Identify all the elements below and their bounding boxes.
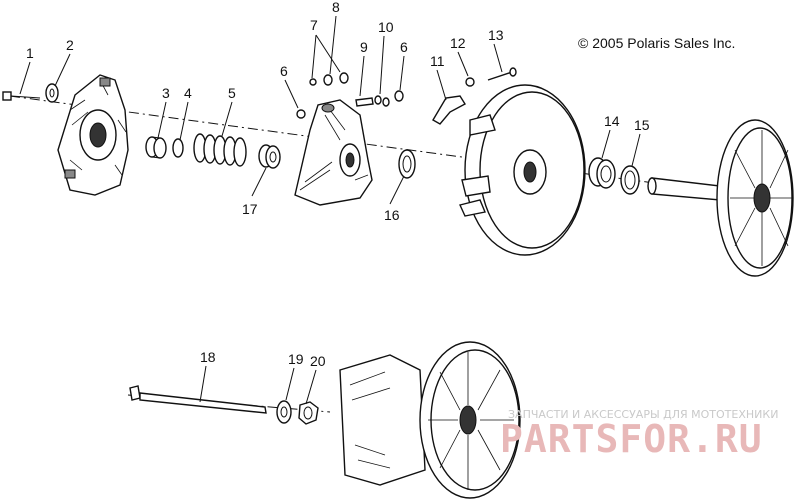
leader-lines [19, 15, 641, 405]
watermark-logo: PARTSFOR.RU [500, 417, 763, 461]
part-1-bolt [2, 91, 41, 101]
part-11-weight [432, 95, 466, 125]
fixed-sheave [647, 119, 794, 277]
callout-3: 3 [162, 85, 170, 101]
part-4-ring [172, 138, 184, 158]
callout-6a: 6 [280, 63, 288, 79]
assembled-clutch [339, 341, 521, 499]
part-5-spring [193, 133, 247, 167]
callout-labels: 1 2 3 4 5 6 7 8 9 10 6 11 12 13 14 15 16… [26, 0, 650, 369]
callout-5: 5 [228, 85, 236, 101]
callout-20: 20 [310, 353, 326, 369]
spider-helix [294, 99, 373, 206]
part-18-bolt [129, 385, 267, 414]
part-17-spacer [258, 144, 281, 169]
watermark-tagline: ЗАПЧАСТИ И АКСЕССУАРЫ ДЛЯ МОТОТЕХНИКИ [508, 408, 778, 421]
callout-1: 1 [26, 45, 34, 61]
callout-16: 16 [384, 207, 400, 223]
part-16-washer [398, 149, 416, 179]
cover-plate [57, 74, 129, 196]
part-20-nut [298, 401, 319, 425]
callout-18: 18 [200, 349, 216, 365]
callout-8: 8 [332, 0, 340, 15]
part-3-bushing [145, 136, 167, 159]
callout-12: 12 [450, 35, 466, 51]
callout-7: 7 [310, 17, 318, 33]
part-12-nut [465, 77, 475, 87]
moveable-sheave [459, 84, 586, 256]
roller-parts [296, 72, 404, 119]
callout-15: 15 [634, 117, 650, 133]
callout-6b: 6 [400, 39, 408, 55]
part-19-washer [276, 400, 292, 424]
callout-13: 13 [488, 27, 504, 43]
part-15-seal [620, 165, 640, 195]
part-2-washer [45, 83, 59, 103]
watermark: ЗАПЧАСТИ И АКСЕССУАРЫ ДЛЯ МОТОТЕХНИКИ PA… [500, 408, 778, 461]
part-13-pin [487, 67, 517, 81]
part-14-bushing [588, 157, 616, 189]
callout-2: 2 [66, 37, 74, 53]
callout-10: 10 [378, 19, 394, 35]
callout-9: 9 [360, 39, 368, 55]
callout-11: 11 [430, 53, 445, 69]
copyright-text: © 2005 Polaris Sales Inc. [578, 35, 735, 51]
callout-14: 14 [604, 113, 620, 129]
callout-4: 4 [184, 85, 192, 101]
callout-17: 17 [242, 201, 258, 217]
callout-19: 19 [288, 351, 304, 367]
